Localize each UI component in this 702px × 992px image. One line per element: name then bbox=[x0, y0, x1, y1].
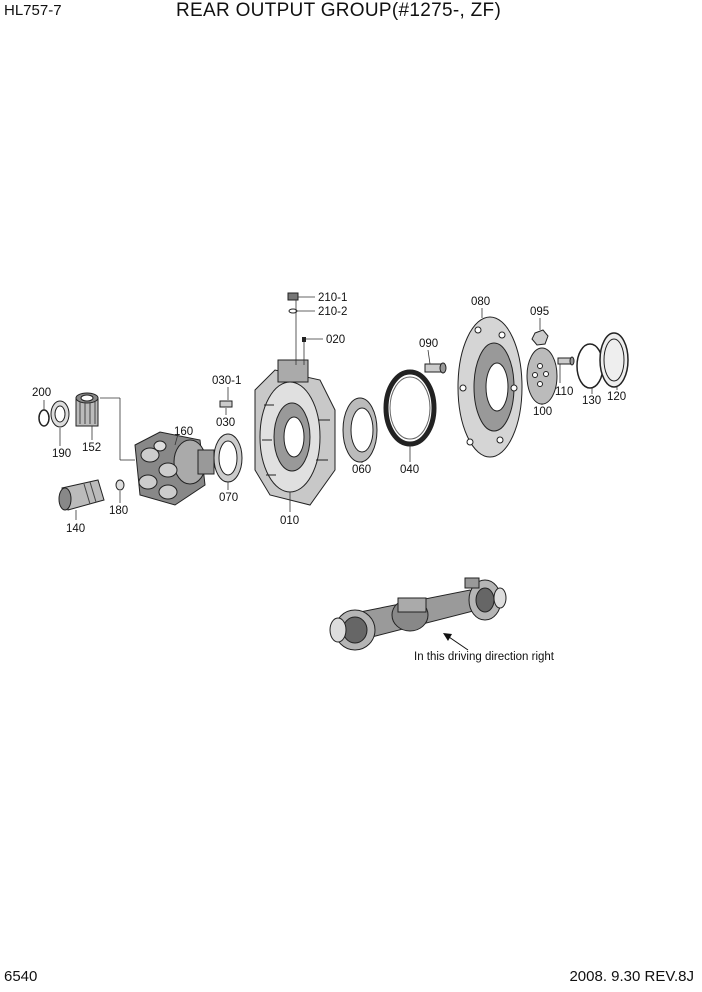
direction-arrow bbox=[443, 633, 469, 651]
disc-100 bbox=[526, 347, 558, 405]
label-090: 090 bbox=[419, 338, 438, 350]
planet-carrier-160 bbox=[134, 431, 215, 506]
ring-gear-040 bbox=[383, 369, 437, 447]
nut-095 bbox=[531, 329, 549, 346]
bearing-060 bbox=[342, 397, 378, 463]
label-060: 060 bbox=[352, 464, 371, 476]
label-080: 080 bbox=[471, 296, 490, 308]
label-010: 010 bbox=[280, 515, 299, 527]
housing-010 bbox=[254, 359, 336, 506]
model-code: HL757-7 bbox=[4, 2, 62, 19]
label-030-1: 030-1 bbox=[212, 375, 241, 387]
label-180: 180 bbox=[109, 505, 128, 517]
label-095: 095 bbox=[530, 306, 549, 318]
label-190: 190 bbox=[52, 448, 71, 460]
label-110: 110 bbox=[555, 386, 573, 398]
plug-210 bbox=[287, 292, 299, 314]
leader-lines bbox=[43, 296, 618, 520]
vent-020 bbox=[302, 337, 306, 342]
date-revision: 2008. 9.30 REV.8J bbox=[569, 968, 694, 985]
hub-080 bbox=[457, 316, 523, 458]
label-070: 070 bbox=[219, 492, 238, 504]
label-210-1: 210-1 bbox=[318, 292, 347, 304]
snap-ring-200 bbox=[38, 409, 50, 427]
label-030: 030 bbox=[216, 417, 235, 429]
label-100: 100 bbox=[533, 406, 552, 418]
bolt-110 bbox=[557, 356, 575, 366]
shaft-140 bbox=[58, 479, 105, 511]
label-200: 200 bbox=[32, 387, 51, 399]
axle-note: In this driving direction right bbox=[414, 651, 555, 663]
ring-180 bbox=[115, 479, 125, 491]
o-ring-130 bbox=[576, 343, 604, 389]
axle-illustration bbox=[329, 577, 507, 651]
label-152: 152 bbox=[82, 442, 101, 454]
cover-120 bbox=[599, 332, 629, 388]
page-number: 6540 bbox=[4, 968, 38, 985]
seal-070 bbox=[213, 433, 243, 483]
gear-152 bbox=[75, 392, 99, 427]
label-130: 130 bbox=[582, 395, 601, 407]
label-040: 040 bbox=[400, 464, 419, 476]
bolt-090 bbox=[424, 362, 447, 374]
pin-030 bbox=[219, 400, 233, 408]
page-title: REAR OUTPUT GROUP(#1275-, ZF) bbox=[176, 0, 502, 21]
bearing-190 bbox=[50, 400, 70, 428]
label-120: 120 bbox=[607, 391, 626, 403]
label-210-2: 210-2 bbox=[318, 306, 347, 318]
label-140: 140 bbox=[66, 523, 85, 535]
label-020: 020 bbox=[326, 334, 345, 346]
label-160: 160 bbox=[174, 426, 193, 438]
